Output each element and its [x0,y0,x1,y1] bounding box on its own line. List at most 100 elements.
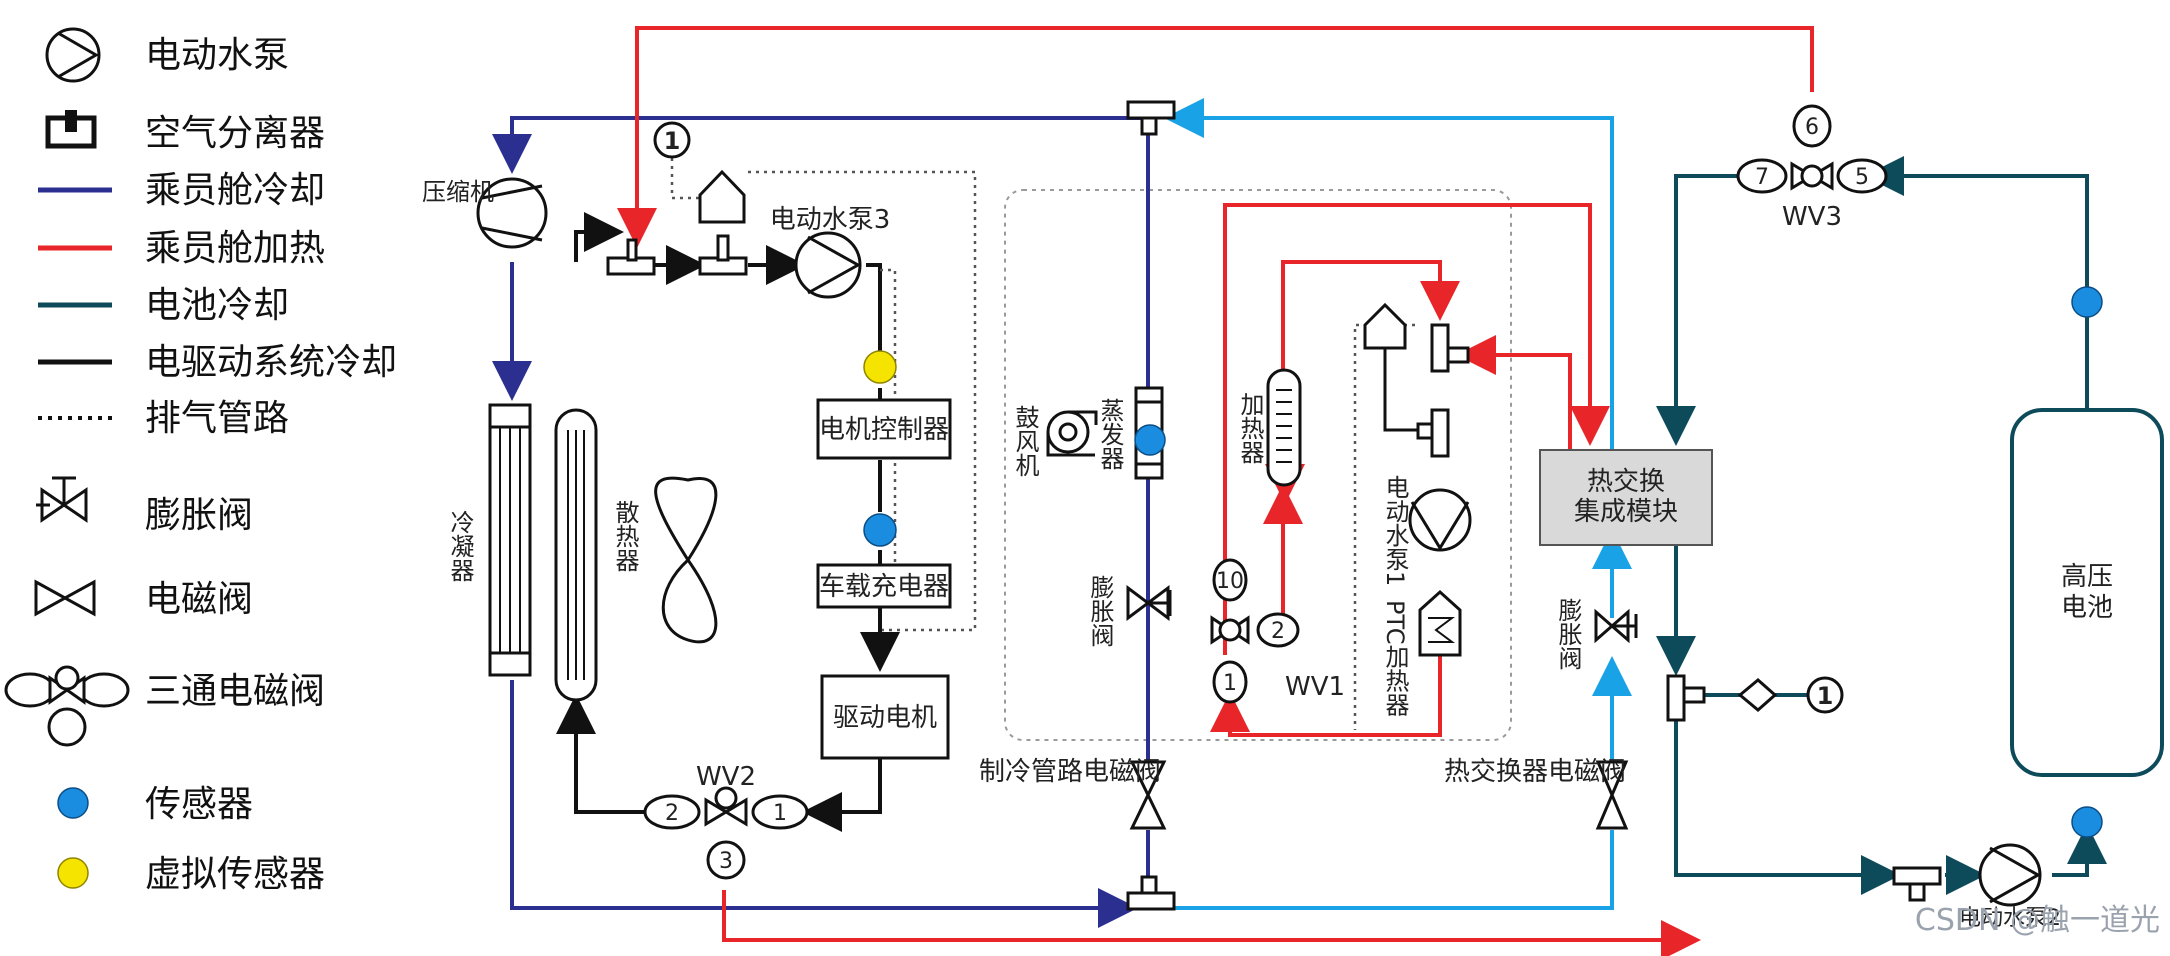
sensor-drive-1 [863,513,897,547]
wv3-label: WV3 [1782,202,1842,232]
cabin-cooling-loop [492,116,1150,928]
wv3-port-b: 7 [1755,165,1769,190]
exhaust-marker-top: 1 [653,121,691,159]
compressor: 压缩机 [422,177,548,249]
solenoid-valve-icon [34,579,96,617]
wv1-label: WV1 [1285,672,1345,702]
hv-battery-label-1: 高压 [2061,562,2113,592]
motor-controller-label: 电机控制器 [819,415,949,445]
wv1-port-c: 1 [1223,671,1237,696]
wv2-three-way-valve: 2 1 3 [643,786,809,880]
condenser [488,403,532,677]
ptc-heater [1418,589,1462,657]
air-separator-hvac [1363,302,1420,432]
sensor-dot-icon [57,787,89,819]
sensor-evaporator [1134,424,1166,456]
legend-label-separator: 空气分离器 [145,113,325,154]
chiller-solenoid-valve [1129,760,1167,830]
virtual-sensor-dot-icon [57,857,89,889]
wv2-port-b: 1 [773,801,787,826]
sensor-battery-top [2071,286,2103,318]
expansion-valve-icon [36,476,88,523]
three-way-valve-icon [4,665,130,747]
legend-label-three-way-valve: 三通电磁阀 [145,671,325,712]
pump3 [794,231,862,299]
watermark: CSDN @触一道光 [1915,903,2160,938]
fan-icon [654,476,718,644]
hex-solenoid-valve [1595,760,1629,830]
expansion-valve-right [1594,608,1638,644]
pump-icon [45,27,101,83]
evaporator-label: 蒸发器 [1096,398,1124,470]
pump1-label: 电动水泵1 [1381,475,1409,586]
ptc-heater-label: PTC加热器 [1381,600,1409,717]
legend-label-drive-cooling: 电驱动系统冷却 [145,342,397,383]
wv3-port-a: 6 [1805,115,1819,140]
heater-label: 加热器 [1236,392,1264,464]
legend-label-cabin-heating: 乘员舱加热 [145,228,325,269]
chiller-solenoid-label: 制冷管路电磁阀 [979,757,1161,787]
check-valve [1737,678,1778,712]
onboard-charger: 车载充电器 [816,563,952,609]
blower [1046,410,1098,457]
onboard-charger-label: 车载充电器 [819,572,949,602]
pump2 [1978,843,2042,907]
blower-label: 鼓风机 [1011,405,1039,477]
legend-label-pump: 电动水泵 [145,35,289,76]
air-separator-icon [45,110,97,149]
coolant-blue-lines [1164,98,1632,910]
hex-solenoid-label: 热交换器电磁阀 [1444,757,1626,787]
wv3-port-c: 5 [1855,165,1869,190]
legend-label-battery-cooling: 电池冷却 [145,285,289,326]
condenser-label: 冷凝器 [446,510,474,582]
tee-battery-side [1666,674,1706,722]
hex-module-label-1: 热交换 [1587,467,1665,497]
expansion-valve-right-label: 膨胀阀 [1554,598,1582,670]
svg-text:1: 1 [1817,682,1834,710]
compressor-label: 压缩机 [422,178,494,206]
cabin-heating-loop [617,26,1814,956]
legend-label-solenoid-valve: 电磁阀 [145,579,253,620]
heater [1266,368,1302,487]
hv-battery: 高压 电池 [2010,408,2164,777]
sensor-battery-bottom [2071,806,2103,838]
svg-text:1: 1 [664,127,681,155]
wv2-port-c: 3 [719,849,733,874]
legend-label-exhaust: 排气管路 [145,398,289,439]
legend-label-expansion-valve: 膨胀阀 [145,495,253,536]
tee-evaporator-bottom [1126,875,1176,911]
wv2-label: WV2 [696,762,756,792]
legend-label-cabin-cooling: 乘员舱冷却 [145,170,325,211]
pump2-label: 电动水泵2 [1959,906,2061,931]
expansion-valve-left [1126,585,1172,621]
radiator-label: 散热器 [611,500,639,572]
wv2-port-a: 2 [665,801,679,826]
battery-cooling-loop [1656,156,2107,895]
wv1-port-a: 10 [1216,569,1244,594]
drive-cooling-loop [556,212,900,832]
air-separator [698,169,746,224]
tee-evaporator-top [1126,100,1176,136]
wv1-three-way-valve: 10 2 1 [1210,558,1300,704]
tee-heating-lower [1416,408,1450,458]
drive-motor-label: 驱动电机 [833,703,937,733]
radiator [554,408,598,702]
drive-motor: 驱动电机 [820,674,950,760]
virtual-sensor [863,350,897,384]
wv3-three-way-valve: 6 7 5 [1736,104,1888,194]
pump1 [1408,488,1472,552]
hex-module-label-2: 集成模块 [1574,497,1678,527]
legend: 电动水泵 空气分离器 乘员舱冷却 乘员舱加热 电池冷却 电驱动系统冷却 排气管路… [4,27,397,895]
expansion-valve-left-label: 膨胀阀 [1086,575,1114,647]
legend-label-virtual-sensor: 虚拟传感器 [145,854,325,895]
hv-battery-label-2: 电池 [2061,593,2113,623]
tee-battery-bottom [1892,866,1942,902]
exhaust-lines [670,158,1415,730]
exhaust-marker-right: 1 [1806,676,1844,714]
hvac-module-outline [1004,189,1512,741]
wv1-port-b: 2 [1271,619,1285,644]
tee-joint-top-mid [698,234,748,276]
motor-controller: 电机控制器 [816,398,952,460]
tee-joint-top-left [606,238,656,276]
